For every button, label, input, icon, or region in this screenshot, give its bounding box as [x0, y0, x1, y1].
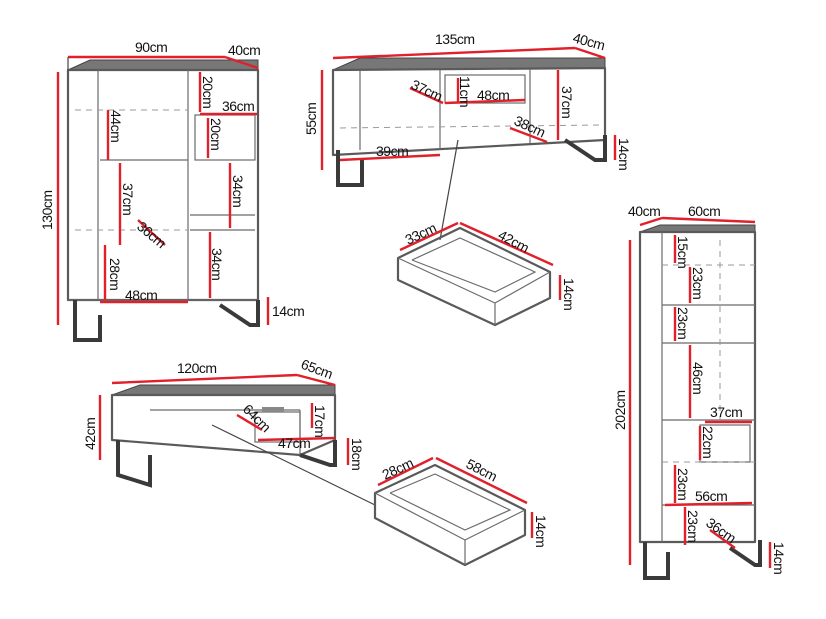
table-drawer-drawing: 28cm 58cm 14cm [373, 455, 549, 567]
tall-shelf5-label: 23cm [685, 510, 701, 542]
tall-leg-label: 14cm [771, 542, 787, 574]
tall-depth-label: 40cm [628, 203, 660, 219]
highboard-right-middle-label: 34cm [230, 175, 246, 207]
tv-right-height-label: 37cm [559, 86, 575, 118]
highboard-width-label: 90cm [135, 39, 167, 55]
tv-drawer-drawing: 33cm 42cm 14cm [396, 220, 577, 327]
highboard-right-bottom-label: 34cm [209, 248, 225, 280]
tv-stand-drawing: 135cm 40cm 55cm 37cm 11cm 48cm 37cm 38cm… [303, 29, 632, 241]
highboard-inner-depth-label: 36cm [134, 218, 169, 251]
tall-niche-width-label: 37cm [710, 404, 742, 420]
tall-shelf3-label: 46cm [690, 362, 706, 394]
highboard-left-middle-label: 37cm [120, 183, 136, 215]
highboard-niche-height-label: 20cm [208, 118, 224, 150]
tall-niche-height-label: 22cm [700, 426, 716, 458]
table-leg-label: 18cm [349, 438, 365, 470]
table-inner-width-label: 47cm [278, 435, 310, 451]
tall-shelf4-label: 23cm [675, 468, 691, 500]
highboard-left-bottom-label: 28cm [107, 258, 123, 290]
highboard-top-gap-label: 20cm [200, 76, 216, 108]
tv-height-label: 55cm [303, 103, 319, 135]
table-inner-depth-label: 64cm [240, 401, 274, 435]
coffee-table-drawing: 120cm 65cm 42cm 64cm 17cm 47cm 18cm [82, 356, 376, 506]
tall-inner-width-label: 56cm [695, 488, 727, 504]
tv-drawer-width-label: 42cm [496, 227, 532, 256]
tall-height-label: 202cm [612, 390, 628, 430]
tall-top-gap-label: 15cm [675, 236, 691, 268]
tv-width-label: 135cm [435, 31, 475, 47]
tv-left-depth-label: 37cm [409, 76, 445, 104]
table-width-label: 120cm [177, 360, 217, 376]
tv-niche-width-label: 48cm [477, 87, 509, 103]
tall-cabinet-drawing: 40cm 60cm 202cm 15cm 23cm 23cm 46cm 37cm… [612, 203, 787, 580]
tv-drawer-depth-label: 33cm [403, 220, 439, 248]
highboard-depth-label: 40cm [228, 42, 260, 58]
tall-shelf1-label: 23cm [690, 267, 706, 299]
table-drawer-height-label: 14cm [533, 515, 549, 547]
highboard-height-label: 130cm [39, 190, 55, 230]
tall-width-label: 60cm [688, 203, 720, 219]
highboard-drawing: 90cm 40cm 130cm 20cm 36cm 44cm 20cm 37cm… [39, 39, 305, 342]
highboard-leg-label: 14cm [272, 303, 304, 319]
table-niche-height-label: 17cm [312, 405, 328, 437]
tv-leg-label: 14cm [616, 138, 632, 170]
table-drawer-depth-label: 28cm [380, 455, 416, 483]
tv-left-width-label: 39cm [376, 143, 408, 159]
tv-niche-height-label: 11cm [457, 76, 473, 107]
table-height-label: 42cm [82, 418, 98, 450]
highboard-left-top-label: 44cm [108, 110, 124, 142]
highboard-inner-width-label: 48cm [125, 287, 157, 303]
highboard-shelf-width-label: 36cm [222, 98, 254, 114]
tall-shelf2-label: 23cm [675, 307, 691, 339]
tv-drawer-height-label: 14cm [561, 278, 577, 310]
